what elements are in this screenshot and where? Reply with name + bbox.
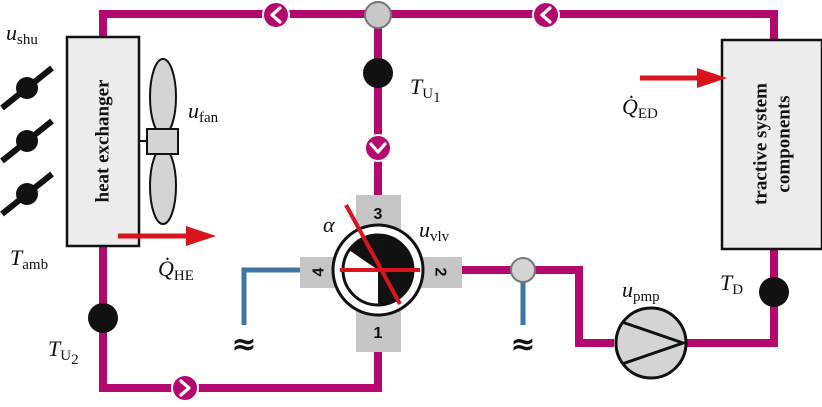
label-t-amb: Tamb bbox=[10, 245, 48, 273]
top-pipe bbox=[99, 10, 778, 40]
heat-exchanger-box bbox=[65, 35, 141, 248]
shutter-icon bbox=[0, 118, 54, 164]
tractive-system-box bbox=[720, 38, 822, 251]
temperature-sensor-u2 bbox=[88, 303, 118, 333]
valve-port-block-2 bbox=[419, 257, 462, 288]
four-way-valve: 3 1 4 2 bbox=[300, 195, 462, 352]
heat-flow-arrow-ed bbox=[640, 68, 727, 88]
valve-port-4-label: 4 bbox=[311, 267, 328, 276]
flow-down-chevron-icon bbox=[364, 134, 392, 162]
tractive-system-label: tractive system components bbox=[751, 83, 795, 205]
valve-port-3-label: 3 bbox=[374, 206, 383, 223]
right-junction bbox=[510, 257, 536, 283]
label-u-vlv: uvlv bbox=[419, 217, 450, 245]
fan-icon bbox=[139, 58, 179, 225]
temperature-sensor-d bbox=[759, 277, 789, 307]
top-junction bbox=[364, 1, 392, 29]
label-t-u1: TU1 bbox=[410, 74, 441, 106]
heat-exchanger-label: heat exchanger bbox=[93, 79, 114, 203]
label-t-d: TD bbox=[720, 270, 743, 298]
ambient-wave-icon: ≈ bbox=[510, 327, 535, 362]
label-u-shu: ushu bbox=[6, 20, 38, 48]
label-u-pmp: upmp bbox=[622, 277, 660, 305]
temperature-sensor-u1 bbox=[363, 58, 393, 88]
label-q-he: Q̇HE bbox=[158, 256, 194, 284]
ambient-wave-icon: ≈ bbox=[231, 327, 256, 362]
label-t-u2: TU2 bbox=[48, 336, 79, 368]
label-q-ed: Q̇ED bbox=[622, 94, 658, 122]
tractive-label-line2: components bbox=[774, 95, 795, 192]
shutter-icons bbox=[0, 65, 54, 217]
label-u-fan: ufan bbox=[188, 98, 219, 126]
label-alpha: α bbox=[323, 212, 335, 237]
tractive-label-line1: tractive system bbox=[751, 83, 772, 205]
shutter-icon bbox=[0, 65, 54, 111]
valve-port-1-label: 1 bbox=[374, 325, 383, 342]
valve-port-block-1 bbox=[356, 310, 401, 352]
flow-right-chevron-icon bbox=[171, 374, 199, 402]
flow-left-chevron-icon bbox=[532, 1, 560, 29]
valve-angle-indicator bbox=[344, 204, 402, 305]
pump-pipe bbox=[424, 266, 614, 347]
pump-icon bbox=[614, 306, 688, 380]
valve-port-2-label: 2 bbox=[432, 268, 449, 277]
heat-flow-arrow-he bbox=[118, 226, 216, 246]
flow-left-chevron-icon bbox=[262, 1, 290, 29]
left-ambient-pipe bbox=[241, 267, 303, 325]
shutter-icon bbox=[0, 171, 54, 217]
